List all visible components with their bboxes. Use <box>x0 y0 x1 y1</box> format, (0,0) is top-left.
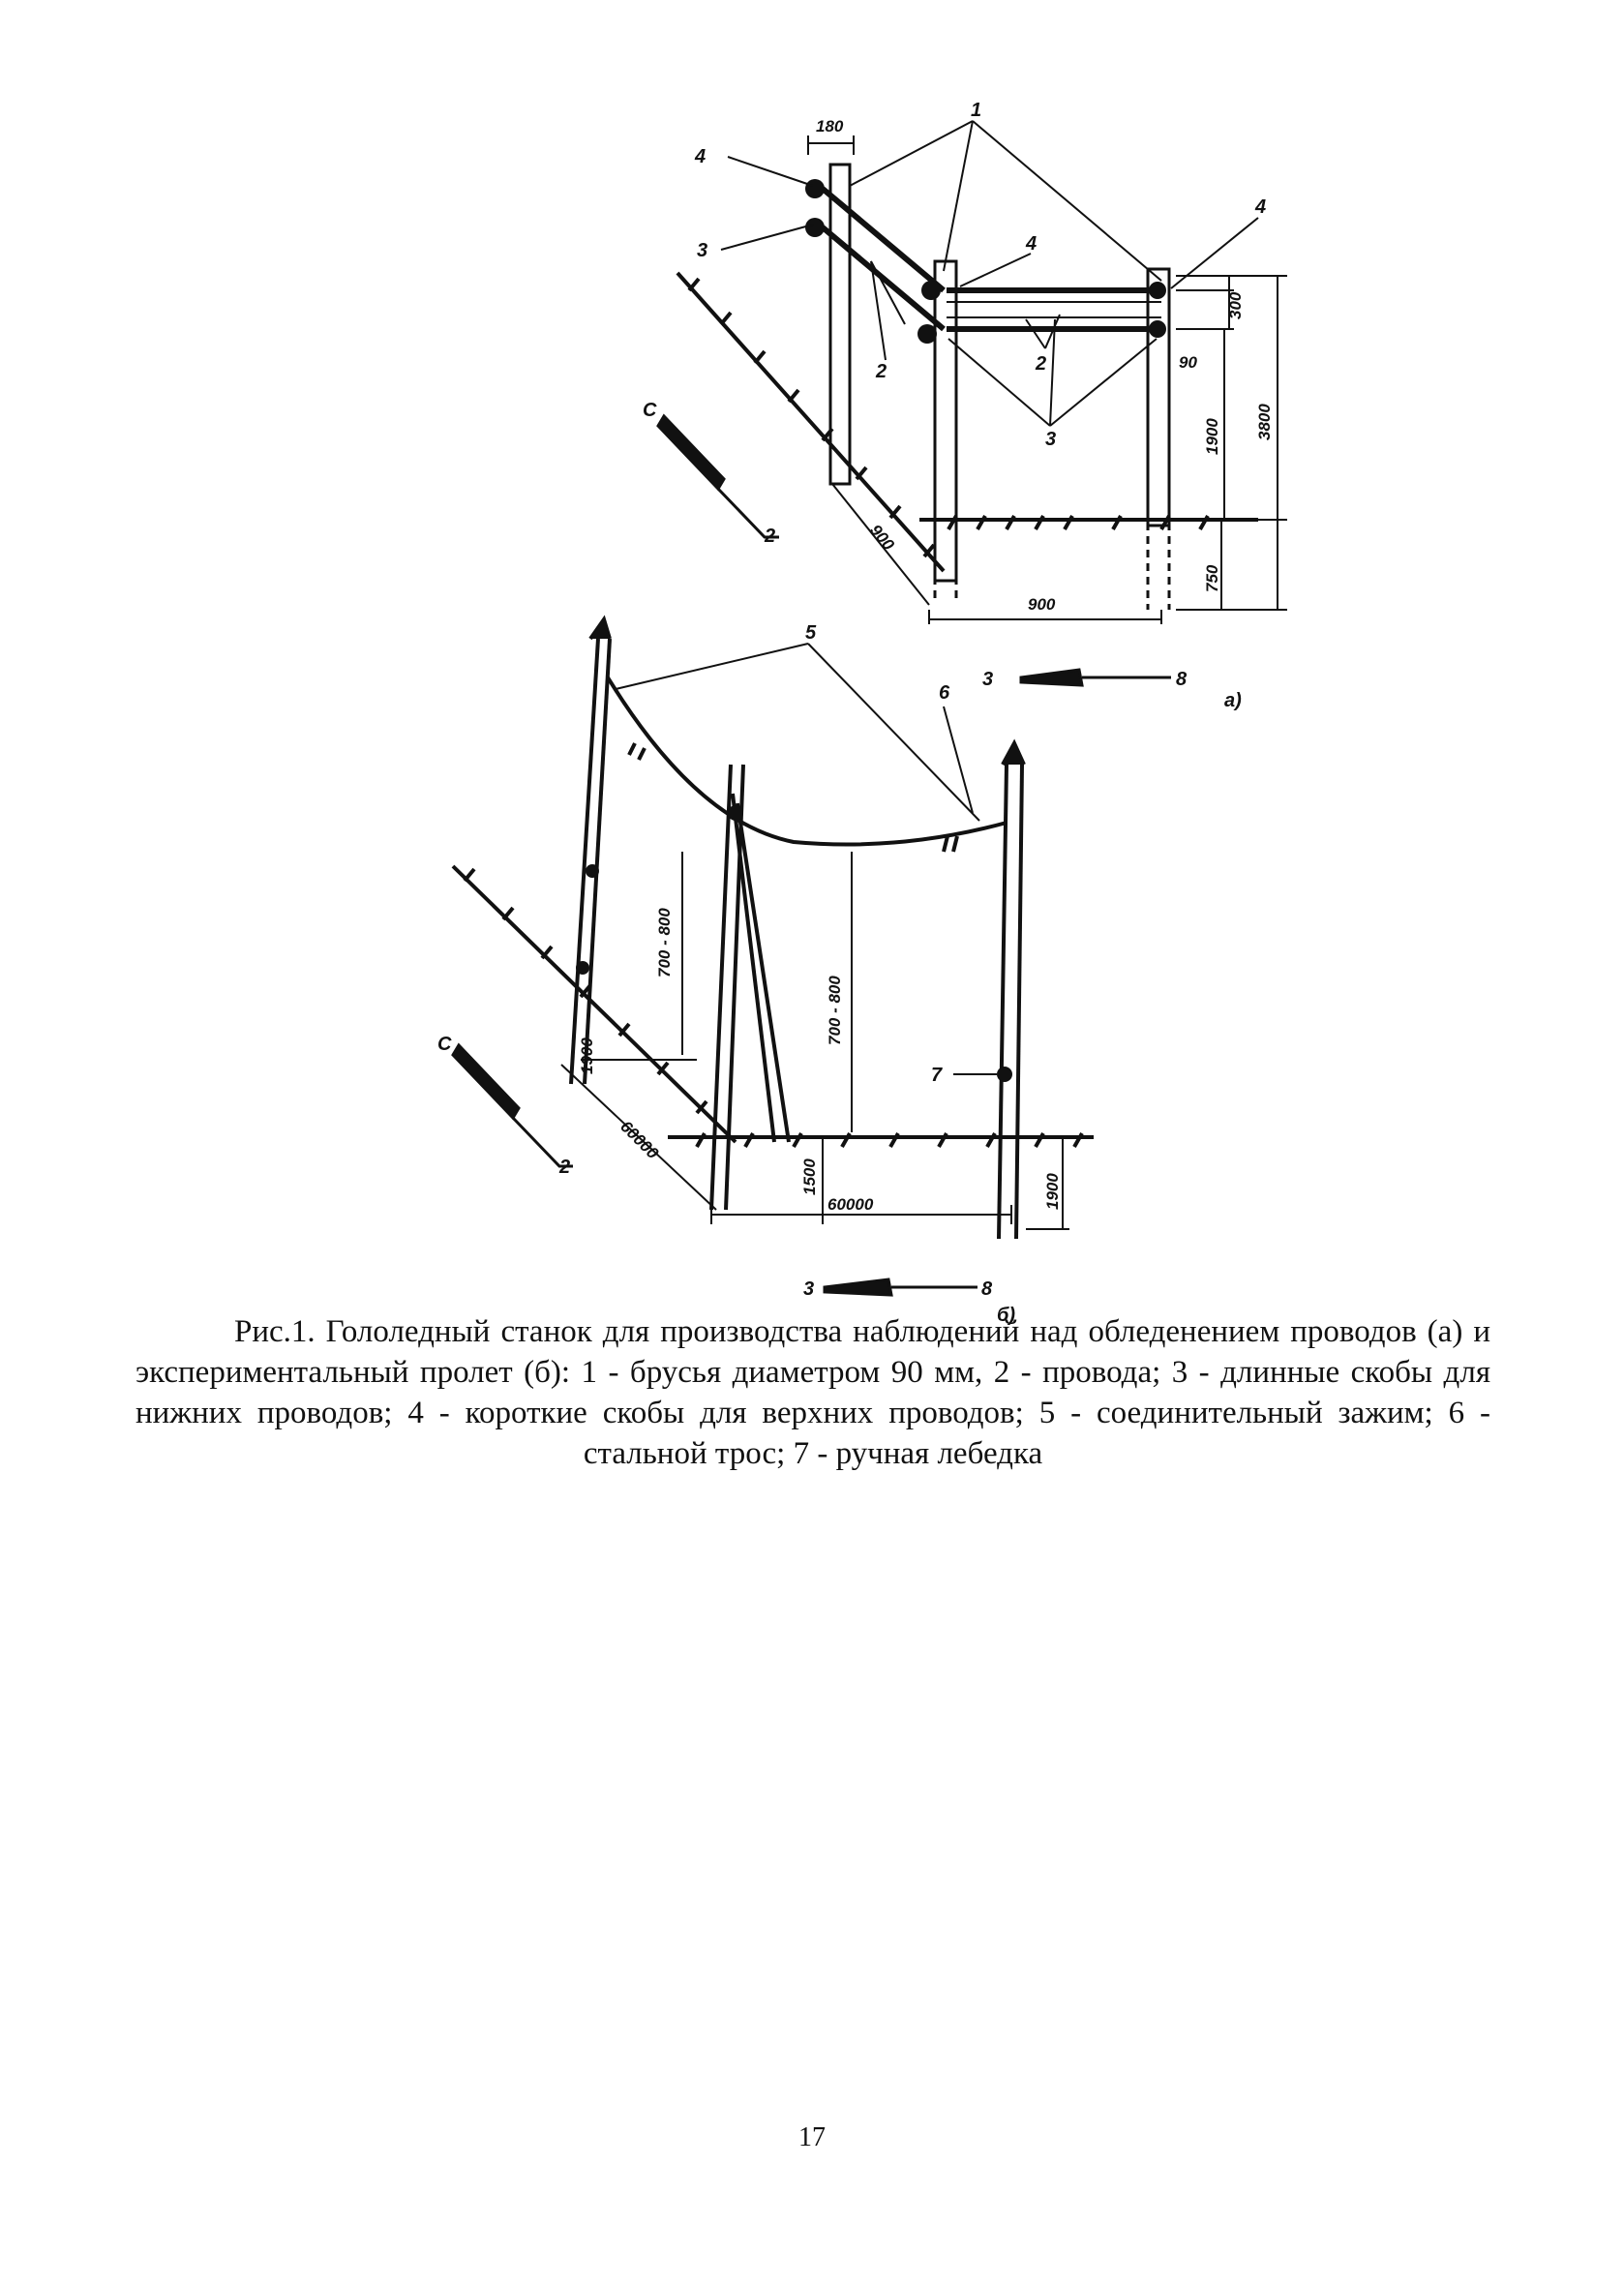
page-number: 17 <box>798 2122 826 2152</box>
panel-b-drawing: 5 6 7 700 - 800 700 - 800 1900 60000 600… <box>437 615 1094 1326</box>
callout-5: 5 <box>805 622 817 644</box>
section-a-left-letter: C <box>643 400 657 421</box>
callout-7: 7 <box>931 1065 943 1086</box>
dim-3800: 3800 <box>1255 404 1274 440</box>
section-b-bottom-letter: 3 <box>803 1278 814 1300</box>
section-arrow-a-bottom <box>1019 668 1171 687</box>
dim-1500: 1500 <box>800 1158 819 1195</box>
mast-middle <box>709 764 791 1211</box>
section-arrow-b-left <box>451 1042 573 1168</box>
dim-1900: 1900 <box>1203 418 1221 455</box>
dim-300: 300 <box>1226 291 1245 319</box>
dim-180: 180 <box>816 117 844 135</box>
clamps <box>805 179 1166 344</box>
dim-750: 750 <box>1203 564 1221 592</box>
dim-700-800-left: 700 - 800 <box>655 908 674 977</box>
callout-1: 1 <box>971 100 981 121</box>
panel-a-label: а) <box>1224 690 1242 711</box>
callout-3-b: 3 <box>1045 429 1056 450</box>
beams <box>821 186 1161 332</box>
dim-900-diag: 900 <box>866 521 898 554</box>
callout-4-c: 4 <box>1254 196 1266 218</box>
section-b-left-letter: C <box>437 1034 452 1055</box>
section-a-bottom-letter: 3 <box>982 669 993 690</box>
ground-hatch-left <box>676 271 946 573</box>
callout-3-a: 3 <box>697 240 707 261</box>
dim-900-horiz: 900 <box>1028 595 1056 614</box>
post-right <box>1146 267 1171 610</box>
section-b-left-end: 2 <box>558 1157 570 1178</box>
leader-lines <box>720 120 1259 427</box>
dim-90: 90 <box>1179 353 1197 372</box>
caption-text: Рис.1. Гололедный станок для производств… <box>135 1314 1490 1471</box>
panel-b-label: б) <box>997 1305 1015 1326</box>
ground-hatch-b-right <box>668 1132 1094 1148</box>
section-a-bottom-end: 8 <box>1176 669 1188 690</box>
figure-caption: Рис.1. Гололедный станок для производств… <box>135 1311 1490 1474</box>
callout-4-a: 4 <box>694 146 706 167</box>
winch <box>576 805 1012 1082</box>
leader-lines-b <box>615 643 997 1075</box>
callout-4-b: 4 <box>1025 233 1037 255</box>
callout-2-a: 2 <box>875 361 887 382</box>
dim-1900-left: 1900 <box>578 1037 596 1074</box>
figure-drawing: 4 3 1 4 4 2 2 3 180 300 90 1900 3800 750… <box>437 100 1287 1326</box>
dim-1900-right: 1900 <box>1043 1173 1062 1210</box>
callout-2-b: 2 <box>1035 353 1046 375</box>
dimension-lines <box>807 135 1287 624</box>
mast-left <box>569 615 612 1085</box>
dim-700-800-right: 700 - 800 <box>826 976 844 1045</box>
callout-6: 6 <box>939 682 950 704</box>
panel-a-drawing: 4 3 1 4 4 2 2 3 180 300 90 1900 3800 750… <box>643 100 1287 711</box>
section-arrow-b-bottom <box>823 1278 977 1297</box>
post-left <box>828 163 852 486</box>
ground-hatch-b-left <box>451 864 737 1144</box>
dimension-lines-b <box>560 852 1069 1230</box>
dim-60000-horiz: 60000 <box>827 1195 874 1214</box>
section-arrow-a-left <box>656 413 779 539</box>
section-b-bottom-end: 8 <box>981 1278 993 1300</box>
dim-60000-diag: 60000 <box>617 1117 662 1162</box>
post-middle <box>933 259 958 600</box>
section-a-left-end: 2 <box>764 526 775 547</box>
mast-right <box>997 738 1026 1240</box>
conductor-wire <box>606 676 1007 853</box>
ground-hatch-right <box>919 515 1258 530</box>
